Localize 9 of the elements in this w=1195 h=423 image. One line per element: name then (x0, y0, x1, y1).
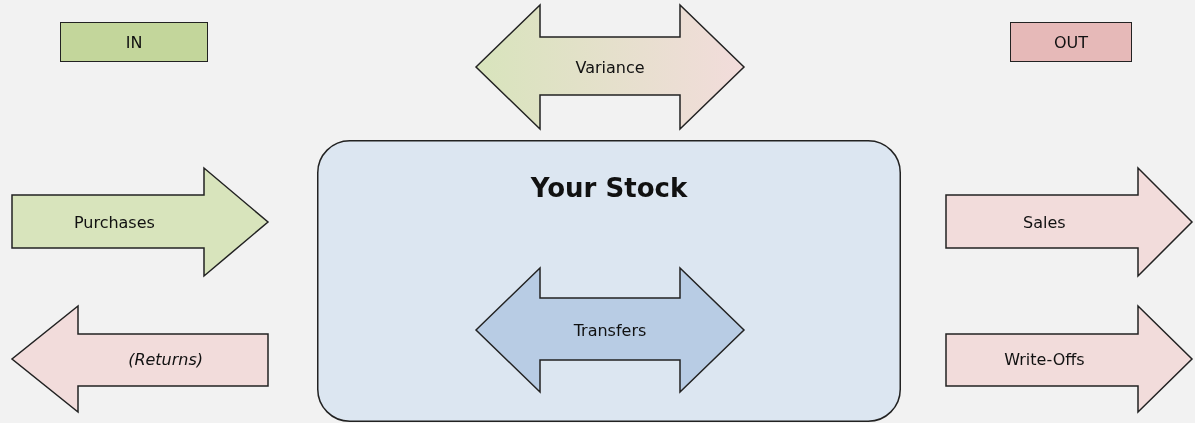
arrow-label: Purchases (73, 212, 155, 232)
arrow-label: Variance (575, 57, 645, 77)
arrow-label: Write-Offs (1004, 349, 1085, 369)
arrow-label: Sales (1023, 212, 1066, 232)
legend-label: IN (125, 32, 143, 52)
arrow-label: Transfers (573, 320, 647, 340)
title-text: Your Stock (530, 172, 688, 203)
arrow-label: (Returns) (128, 349, 204, 369)
legend-label: OUT (1053, 32, 1089, 52)
